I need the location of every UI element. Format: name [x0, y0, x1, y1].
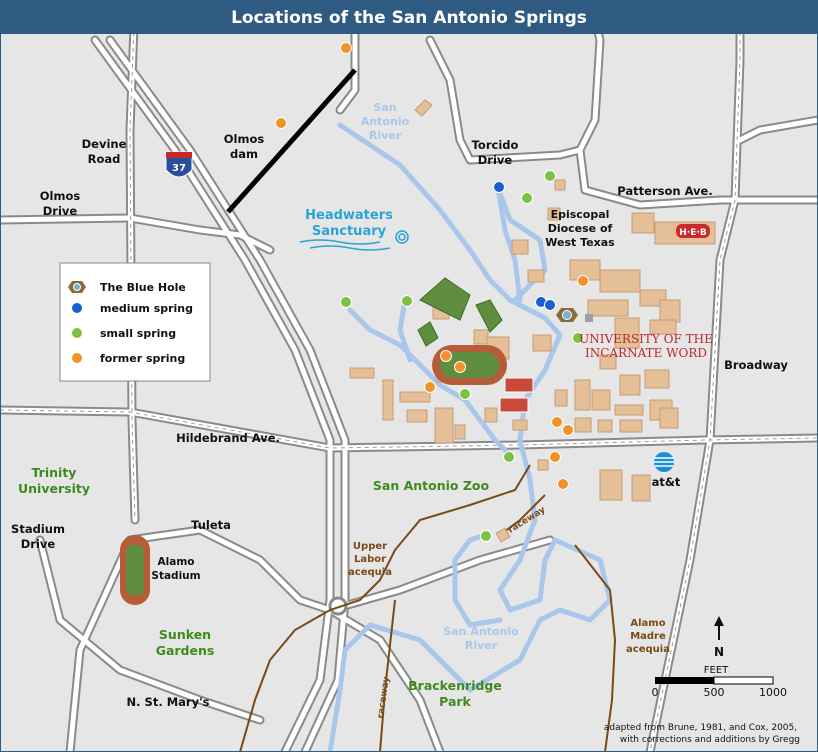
scale-bar: FEET 0 500 1000: [652, 665, 788, 699]
label-devine-2: Road: [88, 152, 121, 166]
svg-text:N. St. Mary's: N. St. Mary's: [127, 695, 210, 709]
svg-text:FEET: FEET: [704, 665, 729, 676]
map-title: Locations of the San Antonio Springs: [231, 8, 587, 28]
small-square-marker: [585, 314, 593, 322]
svg-text:37: 37: [172, 163, 186, 174]
olmos-dam-line: [226, 68, 357, 214]
acequias: [239, 464, 617, 752]
title-bar: Locations of the San Antonio Springs: [0, 0, 818, 34]
north-arrow: N: [714, 616, 724, 659]
legend-item-small-spring: small spring: [72, 327, 176, 340]
svg-text:Patterson Ave.: Patterson Ave.: [617, 184, 712, 198]
label-devine-1: Devine: [82, 137, 127, 151]
svg-text:at&t: at&t: [652, 475, 681, 489]
legend-item-former-spring: former spring: [72, 352, 185, 365]
svg-text:adapted from Brune, 1981, and: adapted from Brune, 1981, and Cox, 2005,…: [604, 723, 800, 745]
svg-text:500: 500: [704, 686, 725, 699]
spring-markers: [275, 42, 589, 542]
svg-text:former spring: former spring: [100, 352, 185, 365]
rivers: [327, 122, 613, 752]
blue-hole-marker: [556, 308, 578, 322]
svg-text:N: N: [714, 645, 724, 659]
legend-item-medium-spring: medium spring: [72, 302, 193, 315]
credit-note: adapted from Brune, 1981, and Cox, 2005,…: [604, 723, 800, 745]
traffic-circle: [328, 596, 348, 616]
svg-text:Hildebrand Ave.: Hildebrand Ave.: [176, 431, 280, 445]
legend-item-blue-hole: The Blue Hole: [68, 281, 186, 294]
svg-text:1000: 1000: [759, 686, 787, 699]
svg-text:medium spring: medium spring: [100, 302, 193, 315]
interstate-37-shield: 37: [165, 151, 193, 178]
svg-text:Tuleta: Tuleta: [191, 518, 231, 532]
att-logo: [654, 452, 674, 472]
legend: The Blue Hole medium spring small spring…: [59, 262, 211, 382]
headwaters-swirl: [299, 230, 409, 251]
svg-text:Broadway: Broadway: [724, 358, 788, 372]
heb-logo: H·E·B: [676, 224, 710, 238]
svg-text:0: 0: [652, 686, 659, 699]
svg-text:H·E·B: H·E·B: [679, 228, 707, 238]
sports-fields: [120, 277, 534, 605]
svg-text:San Antonio Zoo: San Antonio Zoo: [373, 478, 490, 493]
svg-text:small spring: small spring: [100, 327, 176, 340]
svg-text:The Blue Hole: The Blue Hole: [100, 281, 186, 294]
